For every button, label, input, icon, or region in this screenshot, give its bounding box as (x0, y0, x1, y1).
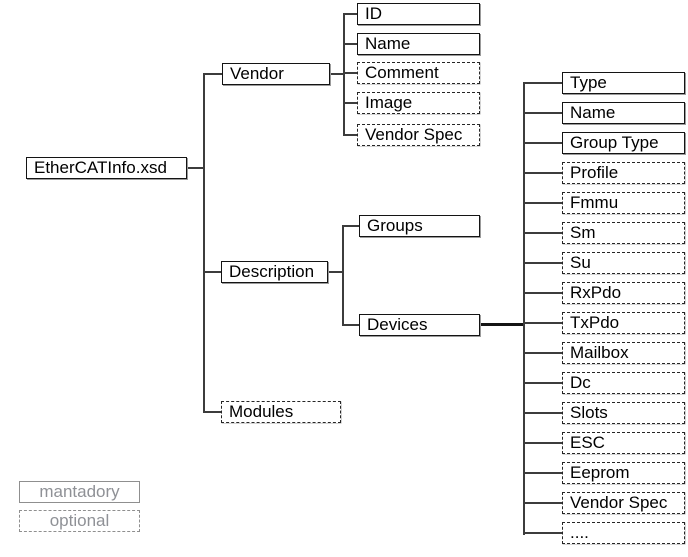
node-device-name: Name (562, 102, 685, 124)
node-su: Su (562, 252, 685, 274)
node-comment: Comment (357, 62, 480, 84)
node-groups: Groups (359, 215, 480, 237)
connector-description-out (328, 271, 344, 273)
connector-sm (523, 232, 562, 234)
node-vendor: Vendor (222, 63, 330, 85)
node-mailbox: Mailbox (562, 342, 685, 364)
node-slots: Slots (562, 402, 685, 424)
node-modules: Modules (221, 401, 341, 423)
node-vendor-spec: Vendor Spec (357, 124, 480, 146)
node-device-vendor-spec: Vendor Spec (562, 492, 685, 514)
connector-rxpdo (523, 292, 562, 294)
trunk-description-children (342, 225, 344, 326)
node-esc: ESC (562, 432, 685, 454)
connector-slots (523, 412, 562, 414)
node-vendor-name: Name (357, 33, 480, 55)
connector-ellipsis (523, 532, 562, 534)
connector-devices (342, 324, 359, 326)
node-eeprom: Eeprom (562, 462, 685, 484)
trunk-main (203, 73, 205, 413)
node-type: Type (562, 72, 685, 94)
node-id: ID (357, 3, 480, 25)
legend-optional: optional (19, 510, 140, 532)
node-ellipsis: .... (562, 522, 685, 544)
connector-devices-out (480, 323, 524, 326)
connector-esc (523, 442, 562, 444)
connector-eeprom (523, 472, 562, 474)
node-rxpdo: RxPdo (562, 282, 685, 304)
connector-txpdo (523, 322, 562, 324)
connector-mailbox (523, 352, 562, 354)
node-dc: Dc (562, 372, 685, 394)
node-description: Description (221, 261, 328, 283)
trunk-vendor-children (343, 13, 345, 136)
node-sm: Sm (562, 222, 685, 244)
connector-groups (342, 225, 359, 227)
connector-vendor (203, 73, 223, 75)
connector-dc (523, 382, 562, 384)
node-devices: Devices (359, 314, 480, 336)
connector-image (343, 102, 357, 104)
connector-comment (343, 72, 357, 74)
node-fmmu: Fmmu (562, 192, 685, 214)
connector-su (523, 262, 562, 264)
connector-vendor-name (343, 43, 357, 45)
connector-vendor-out (330, 73, 345, 75)
connector-modules (203, 411, 222, 413)
connector-vendor-spec (343, 134, 357, 136)
trunk-devices-children (523, 82, 525, 535)
connector-group-type (523, 142, 562, 144)
node-group-type: Group Type (562, 132, 685, 154)
connector-device-name (523, 112, 562, 114)
connector-device-vendor-spec (523, 502, 562, 504)
connector-id (343, 13, 357, 15)
connector-type (523, 82, 562, 84)
connector-root (186, 167, 205, 169)
node-profile: Profile (562, 162, 685, 184)
connector-profile (523, 172, 562, 174)
connector-description (203, 271, 222, 273)
node-image: Image (357, 92, 480, 114)
node-root: EtherCATInfo.xsd (26, 157, 187, 179)
legend-mandatory: mantadory (19, 481, 140, 503)
connector-fmmu (523, 202, 562, 204)
node-txpdo: TxPdo (562, 312, 685, 334)
